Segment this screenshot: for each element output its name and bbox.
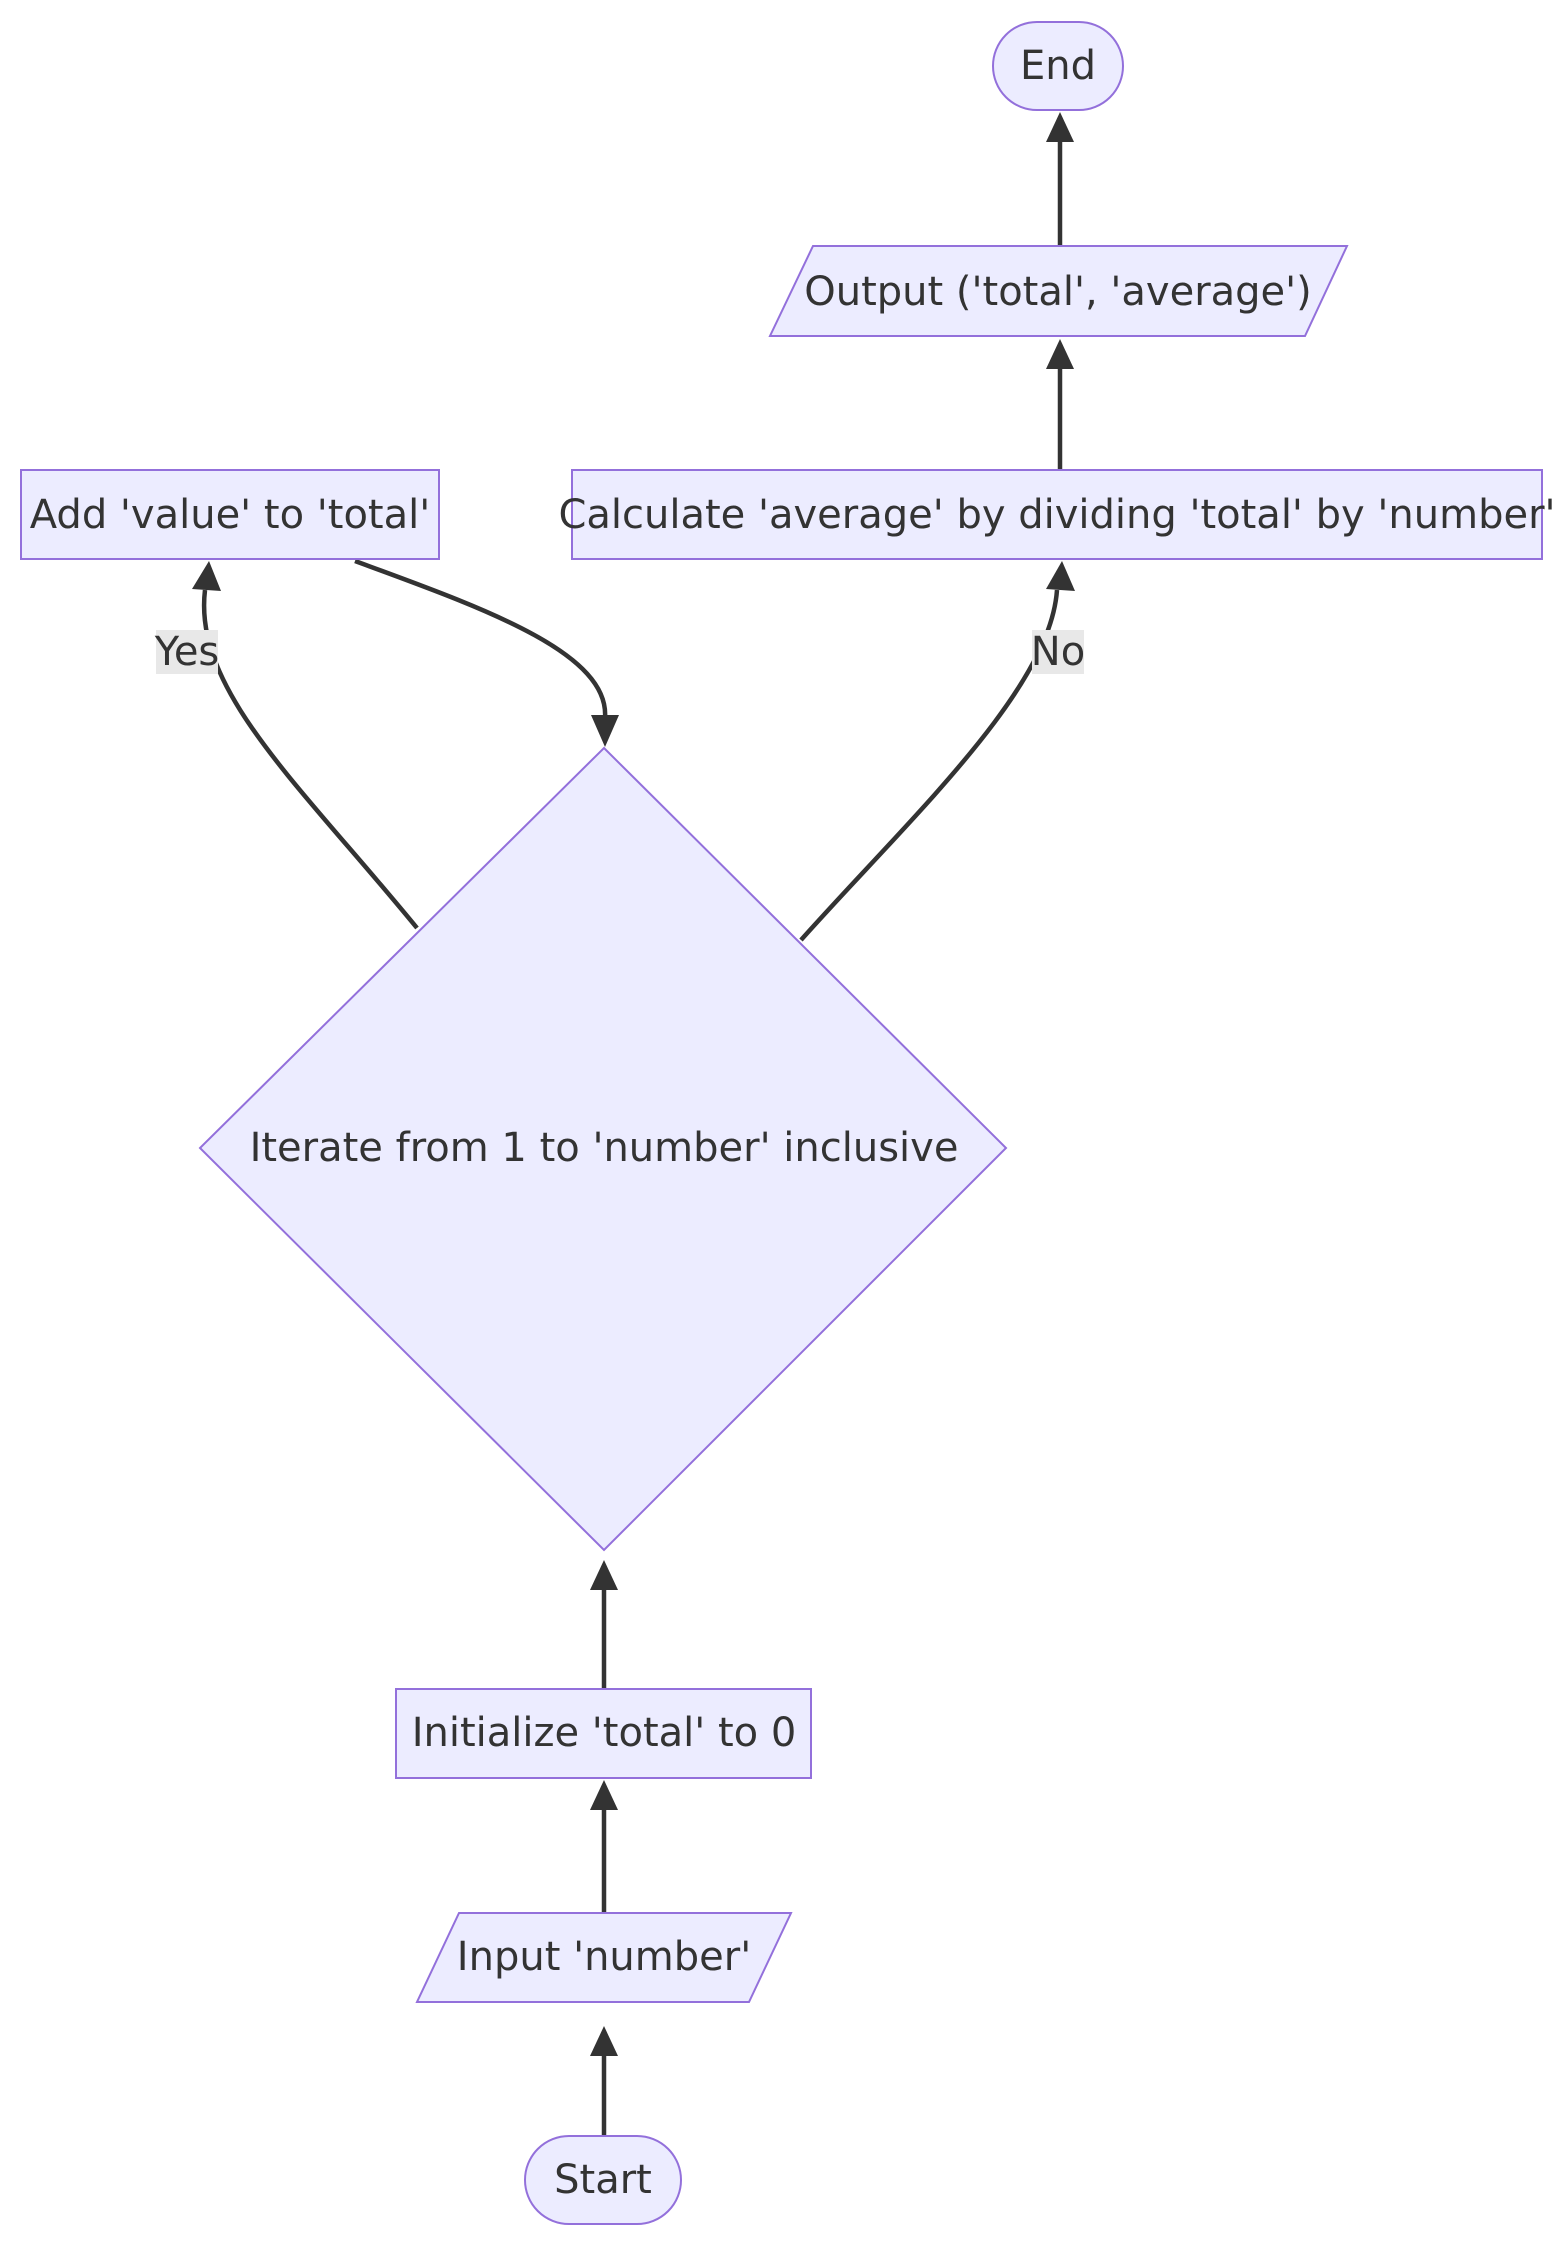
node-input-shape [415,1912,793,2003]
node-calculate-label: Calculate 'average' by dividing 'total' … [558,492,1555,538]
edge-label-yes-bg [156,630,218,674]
node-calculate: Calculate 'average' by dividing 'total' … [558,469,1556,560]
node-input-label: Input 'number' [457,1934,751,1980]
node-iterate-shape [198,746,1008,1552]
edge-label-yes-text: Yes [154,629,220,675]
node-start-label: Start [554,2157,652,2203]
node-start: Start [524,2135,682,2225]
arrowhead-iterate-bottom [590,1560,618,1590]
arrowhead-initialize [590,1780,618,1810]
edge-iterate-to-add-value [201,589,419,930]
node-input: Input 'number' [415,1912,793,2003]
edge-label-no-text: No [1031,629,1085,675]
node-output-shape [768,245,1349,337]
node-output-label: Output ('total', 'average') [804,269,1312,315]
edge-iterate-to-calculate [799,589,1060,942]
edge-label-yes: Yes [154,629,220,675]
node-initialize: Initialize 'total' to 0 [395,1688,812,1779]
edges [192,112,1075,2139]
node-end-shape [992,21,1124,111]
node-end-label: End [1020,43,1096,89]
arrowhead-input [590,2026,618,2056]
arrowhead-output [1046,339,1074,369]
node-add-value-label: Add 'value' to 'total' [30,492,430,538]
edge-label-no: No [1031,629,1085,675]
node-output: Output ('total', 'average') [768,245,1349,337]
node-start-shape [524,2135,682,2225]
edge-add-value-to-iterate [354,558,608,719]
node-iterate-label: Iterate from 1 to 'number' inclusive [250,1125,959,1171]
node-calculate-shape [571,469,1543,560]
arrowhead-iterate-top [591,715,619,747]
arrowhead-calculate [1046,561,1075,591]
arrowhead-add-value [192,561,221,591]
node-add-value: Add 'value' to 'total' [20,469,440,560]
arrowhead-end [1046,112,1074,142]
node-end: End [992,21,1124,111]
edge-label-no-bg [1032,630,1084,674]
node-initialize-shape [395,1688,812,1779]
node-initialize-label: Initialize 'total' to 0 [412,1710,797,1756]
node-iterate: Iterate from 1 to 'number' inclusive [198,746,1008,1552]
node-add-value-shape [20,469,440,560]
